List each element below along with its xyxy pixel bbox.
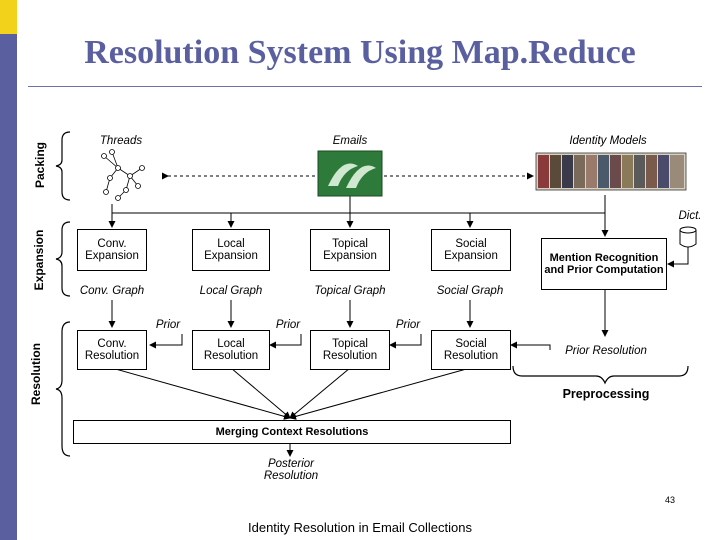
preprocessing-brace (512, 365, 689, 385)
identity-models-photos-icon (535, 152, 687, 191)
emails-logo-icon (317, 150, 383, 197)
prior-resolution-label: Prior Resolution (565, 345, 647, 357)
posterior-resolution-label: Posterior Resolution (263, 458, 319, 482)
threads-label: Threads (99, 135, 143, 147)
slide-title: Resolution System Using Map.Reduce (84, 34, 636, 71)
prior-label-topical: Prior (395, 319, 421, 331)
local-expansion-box: Local Expansion (192, 229, 270, 271)
conv-resolution-box: Conv. Resolution (77, 330, 147, 370)
resolution-brace (55, 321, 71, 457)
social-graph-label: Social Graph (436, 285, 504, 297)
preprocessing-label: Preprocessing (562, 387, 650, 401)
local-resolution-box: Local Resolution (192, 330, 270, 370)
social-expansion-box: Social Expansion (431, 229, 511, 271)
topical-graph-label: Topical Graph (314, 285, 386, 297)
social-resolution-box: Social Resolution (431, 330, 511, 370)
slide-sidebar-accent (0, 0, 17, 34)
dict-label: Dict. (678, 210, 702, 222)
page-number: 43 (664, 495, 675, 505)
slide-footer: Identity Resolution in Email Collections (248, 520, 472, 535)
title-divider (28, 86, 702, 87)
identity-models-label: Identity Models (569, 135, 647, 147)
threads-graph-icon (101, 149, 145, 201)
conv-expansion-box: Conv. Expansion (77, 229, 147, 271)
topical-expansion-box: Topical Expansion (310, 229, 390, 271)
prior-label-local: Prior (275, 319, 301, 331)
expansion-brace (55, 221, 71, 297)
merging-context-resolutions-box: Merging Context Resolutions (73, 420, 511, 444)
conv-graph-label: Conv. Graph (79, 285, 145, 297)
local-graph-label: Local Graph (199, 285, 263, 297)
dictionary-database-icon (679, 226, 697, 248)
emails-label: Emails (332, 135, 368, 147)
topical-resolution-box: Topical Resolution (310, 330, 390, 370)
mention-recognition-box: Mention Recognition and Prior Computatio… (541, 238, 667, 290)
prior-label-conv: Prior (155, 319, 181, 331)
slide-sidebar (0, 0, 17, 540)
packing-brace (55, 131, 71, 201)
